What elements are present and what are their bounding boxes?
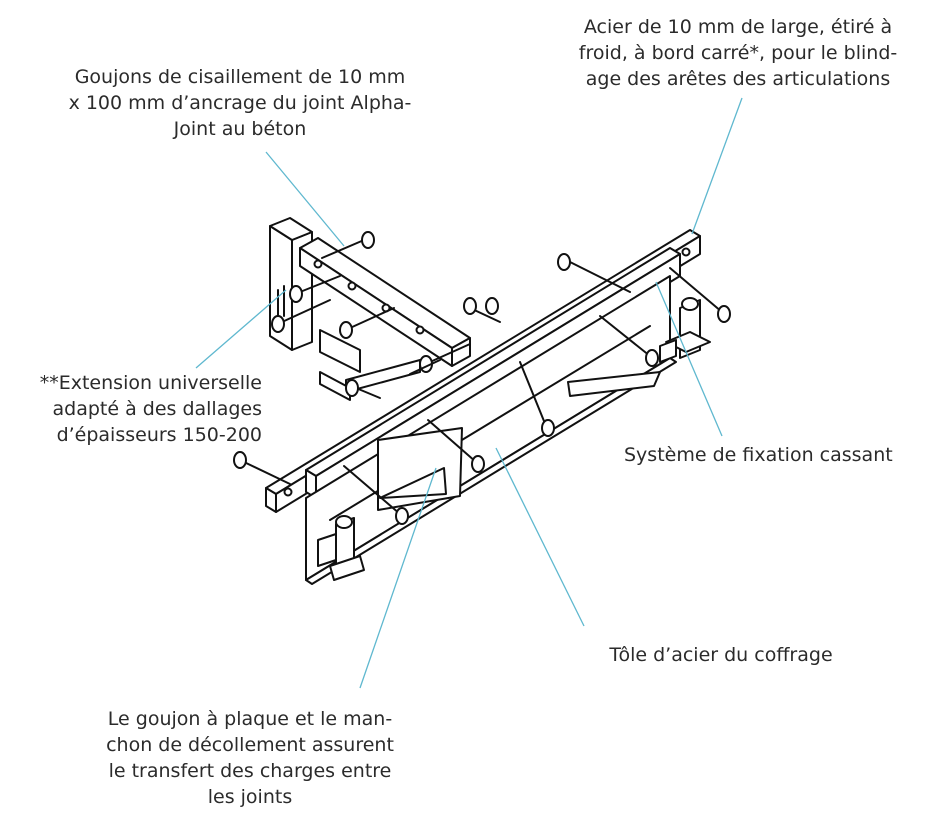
leader-line-steel-edge xyxy=(691,97,743,235)
leader-line-plate-dowel xyxy=(359,467,437,689)
leader-line-shear-studs xyxy=(265,151,345,247)
middle-studs xyxy=(345,297,501,399)
leader-line-universal-extension xyxy=(195,289,287,369)
leader-line-formwork xyxy=(495,447,585,627)
left-inner-brackets xyxy=(319,329,421,401)
label-plate-dowel: Le goujon à plaque et le man- chon de dé… xyxy=(106,708,394,808)
plate-dowels xyxy=(377,371,661,511)
breakaway-fixing-left xyxy=(317,515,365,581)
label-breakaway-fixing: Système de fixation cassant xyxy=(624,444,893,466)
upper-studs xyxy=(271,231,471,373)
label-steel-edge: Acier de 10 mm de large, étiré à froid, … xyxy=(578,16,898,90)
label-formwork-sheet: Tôle d’acier du coffrage xyxy=(609,644,833,666)
label-universal-extension: **Extension universelle adapté à des dal… xyxy=(39,372,262,446)
front-studs xyxy=(233,253,731,525)
leader-line-breakaway-fixing xyxy=(655,281,723,437)
label-shear-studs: Goujons de cisaillement de 10 mm x 100 m… xyxy=(68,66,412,140)
breakaway-fixing-right xyxy=(659,297,711,363)
